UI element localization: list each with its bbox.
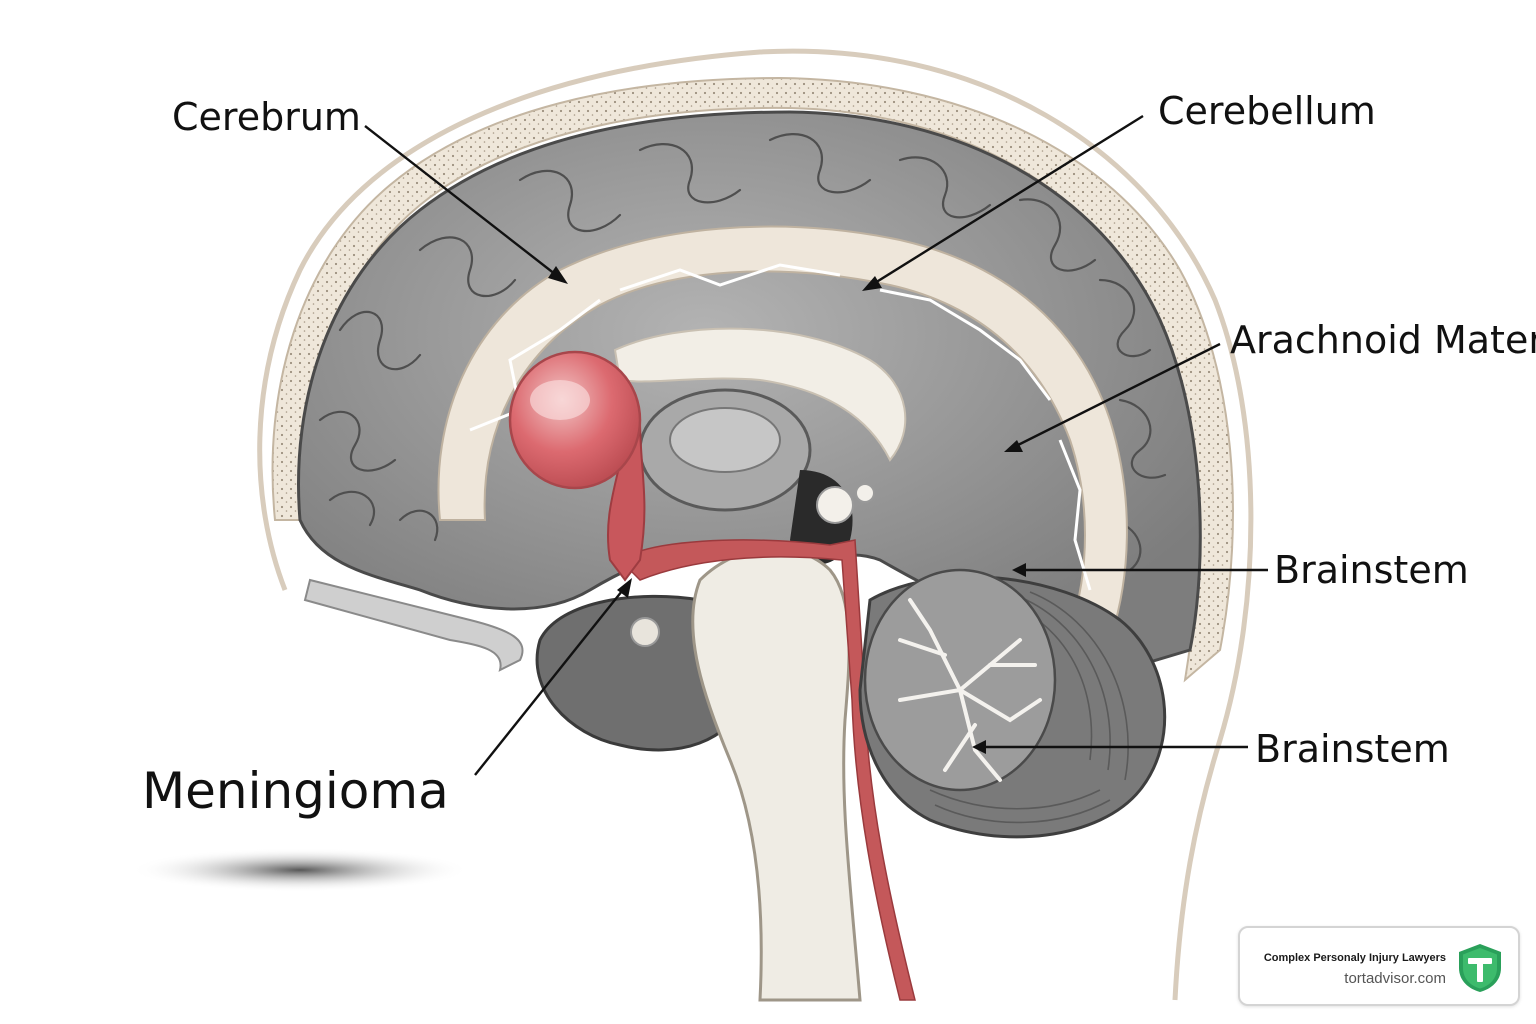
meningioma-tumor	[508, 350, 646, 582]
badge-tagline: Complex Personaly Injury Lawyers	[1263, 952, 1446, 964]
scalp-outline	[257, 48, 1254, 1001]
brand-badge[interactable]: Complex Personaly Injury Lawyers tortadv…	[1238, 926, 1520, 1006]
pituitary	[630, 617, 660, 647]
optic-nerve	[303, 578, 524, 672]
label-brainstem-lower: Brainstem	[1255, 727, 1450, 771]
pineal-body	[816, 486, 854, 524]
artery	[618, 539, 916, 1001]
corpus-callosum	[613, 327, 907, 462]
dura-layer	[271, 76, 1234, 683]
shield-t-logo-icon	[1459, 944, 1501, 992]
arachnoid-web	[469, 263, 1092, 591]
cerebellum-shape	[858, 568, 1167, 839]
gyri-texture	[318, 133, 1167, 572]
leader-lines	[364, 114, 1268, 776]
label-brainstem-upper: Brainstem	[1274, 548, 1469, 592]
label-cerebellum: Cerebellum	[1158, 89, 1376, 133]
arbor-vitae	[898, 598, 1042, 782]
label-meningioma: Meningioma	[142, 762, 449, 820]
brainstem-shape	[691, 547, 862, 1002]
label-cerebrum: Cerebrum	[172, 95, 361, 139]
badge-site-link[interactable]: tortadvisor.com	[1344, 970, 1446, 987]
label-arachnoid-mater: Arachnoid Mater	[1230, 318, 1536, 362]
drop-shadow	[130, 848, 470, 892]
